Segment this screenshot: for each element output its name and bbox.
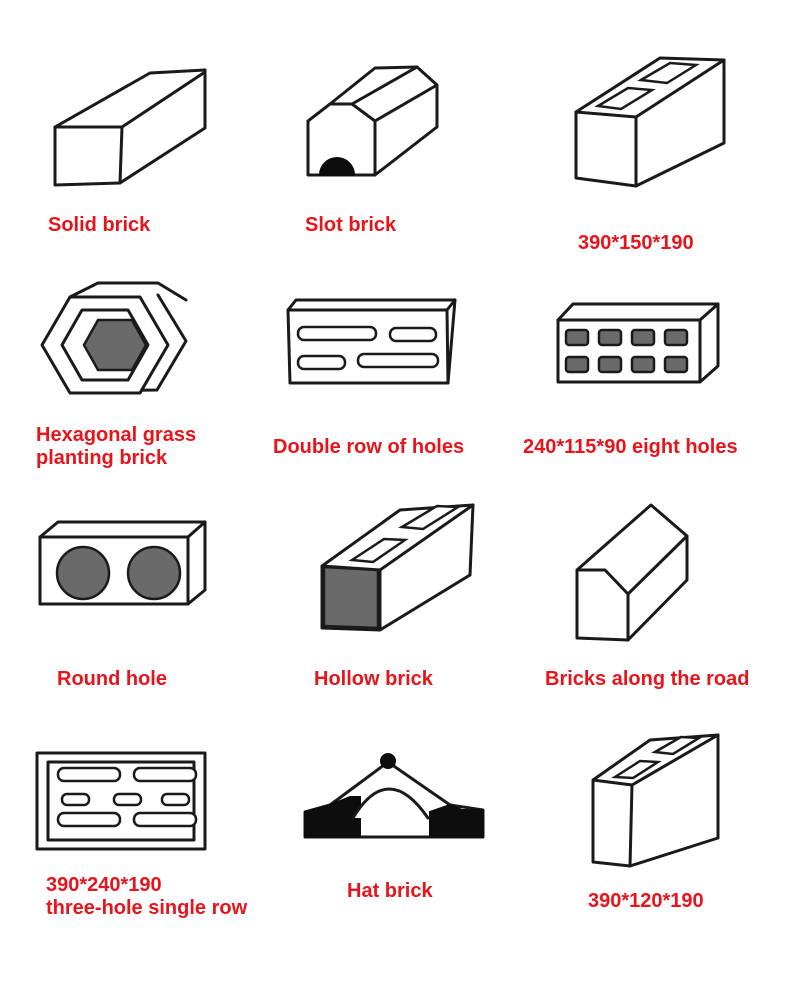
hat-brick-arch [351,787,430,820]
hollow-brick-icon [320,503,475,632]
narrow-block-icon [591,733,720,868]
round-hole-brick-icon [38,520,207,606]
slot-brick-label: Slot brick [305,214,397,236]
double-row-holes-label: Double row of holes [273,436,465,458]
round-hole-label: Round hole [57,668,167,690]
eight-hole-brick-icon [556,302,720,384]
hexagonal-grass-brick-label: Hexagonal grass planting brick [36,424,197,469]
hexagon-brick-icon [40,281,188,395]
two-cell-block-icon [574,56,726,188]
block-390-120-190-label: 390*120*190 [588,890,704,912]
slot-brick-icon [306,65,439,177]
slot-hole [318,157,356,176]
hat-brick-label: Hat brick [347,880,433,902]
double-row-holes-icon [286,298,457,385]
three-hole-block-icon [35,751,207,851]
hollow-brick-label: Hollow brick [314,668,433,690]
road-bricks-label: Bricks along the road [545,668,750,690]
solid-brick-icon [53,68,207,187]
three-hole-single-row-label: 390*240*190 three-hole single row [46,874,248,919]
hat-brick-icon [303,753,485,839]
block-390-150-190-label: 390*150*190 [578,232,694,254]
eight-holes-label: 240*115*90 eight holes [523,436,738,458]
curb-brick-icon [575,503,689,642]
solid-brick-label: Solid brick [48,214,151,236]
